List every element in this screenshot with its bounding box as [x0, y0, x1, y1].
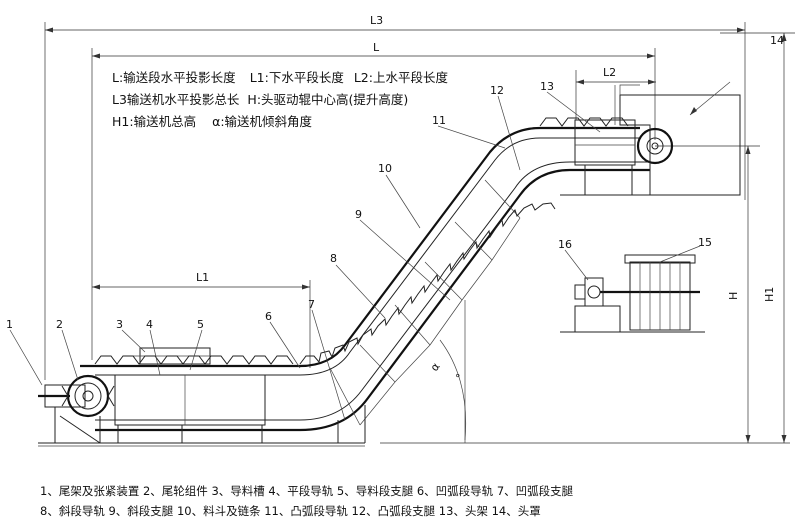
callouts: 1 2 3 4 5 6 7 8 9 10 11 12 13 14 15 16 α… — [6, 34, 784, 421]
dimension-l2: L2 — [575, 66, 656, 120]
head-hood — [619, 94, 741, 196]
callout-14: 14 — [770, 34, 784, 47]
dimension-l: L — [91, 41, 656, 360]
callout-7: 7 — [308, 298, 315, 311]
dim-l3-label: L3 — [370, 14, 383, 27]
head-assembly — [614, 81, 741, 196]
dimension-l3: L3 — [44, 14, 746, 380]
hopper-chain-incline — [299, 202, 556, 365]
dim-h-label: H — [727, 292, 740, 300]
hopper-chain-upper — [539, 117, 629, 127]
dim-l1-label: L1 — [196, 271, 209, 284]
head-wheel — [636, 127, 674, 165]
parts-list: 1、尾架及张紧装置 2、尾轮组件 3、导料槽 4、平段导轨 5、导料段支腿 6、… — [40, 481, 780, 521]
dimension-h: H — [380, 145, 790, 444]
dimension-h1: H1 — [720, 32, 795, 443]
head-frame — [574, 119, 636, 166]
callout-3: 3 — [116, 318, 123, 331]
callout-9: 9 — [355, 208, 362, 221]
callout-6: 6 — [265, 310, 272, 323]
callout-15: 15 — [698, 236, 712, 249]
dim-l2-label: L2 — [603, 66, 616, 79]
callout-12: 12 — [490, 84, 504, 97]
parts-list-line-2: 8、斜段导轨 9、斜段支腿 10、料斗及链条 11、凸弧段导轨 12、凸弧段支腿… — [40, 504, 541, 518]
callout-2: 2 — [56, 318, 63, 331]
dim-l-label: L — [373, 41, 380, 54]
callout-8: 8 — [330, 252, 337, 265]
angle-label: α — [428, 360, 443, 373]
parts-list-line-1: 1、尾架及张紧装置 2、尾轮组件 3、导料槽 4、平段导轨 5、导料段支腿 6、… — [40, 484, 574, 498]
callout-4: 4 — [146, 318, 153, 331]
callout-16: 16 — [558, 238, 572, 251]
callout-10: 10 — [378, 162, 392, 175]
drive-detail — [560, 254, 705, 333]
conveyor-diagram: L3 L L2 L1 H H1 — [6, 14, 795, 447]
dim-h1-label: H1 — [763, 287, 776, 302]
svg-text:°: ° — [455, 372, 461, 385]
incline-section — [299, 126, 571, 444]
callout-1: 1 — [6, 318, 13, 331]
lower-horizontal-section — [80, 347, 300, 443]
callout-5: 5 — [197, 318, 204, 331]
callout-11: 11 — [432, 114, 446, 127]
callout-13: 13 — [540, 80, 554, 93]
tail-wheel — [66, 374, 110, 418]
dimension-l1: L1 — [92, 271, 311, 368]
tail-assembly — [38, 374, 115, 444]
